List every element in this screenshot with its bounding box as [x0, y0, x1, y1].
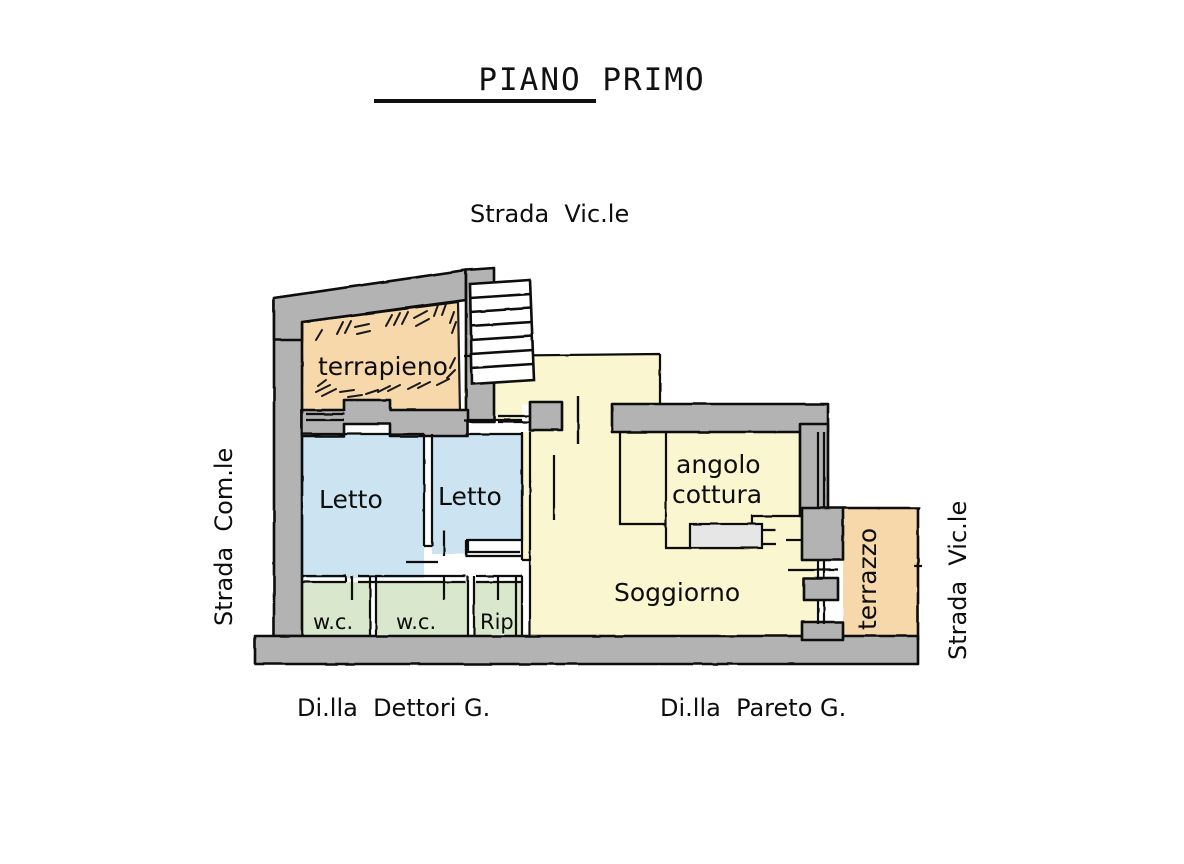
kitchen-counter-ticks — [762, 528, 776, 546]
street-label-left: Strada Com.le — [210, 448, 238, 626]
kitchen-counter — [688, 522, 764, 550]
partition-letto-2-step — [466, 540, 520, 554]
partition-between-bedrooms — [422, 434, 434, 548]
boundary-labels: Strada Vic.le Strada Com.le Strada Vic.l… — [210, 200, 972, 722]
external-staircase — [468, 278, 536, 386]
wall-pier-mid — [528, 400, 564, 432]
room-label-wc-1: w.c. — [313, 610, 353, 634]
wall-south-exterior — [253, 634, 920, 666]
wall-west-exterior — [272, 292, 304, 638]
wall-pier-terrazzo-lower — [802, 576, 840, 602]
room-fill-angolo-cottura — [666, 424, 812, 548]
room-fill-letto-2 — [432, 434, 522, 554]
room-label-letto-1: Letto — [319, 485, 383, 514]
wall-terrapieno-south — [300, 398, 470, 438]
room-label-angolo-cottura-line1: angolo — [676, 450, 761, 479]
openings-group — [306, 396, 922, 624]
page-title-group: PIANO PRIMO — [374, 62, 705, 103]
page-title: PIANO PRIMO — [478, 62, 705, 98]
partition-soggiorno-west — [520, 432, 532, 636]
room-label-soggiorno: Soggiorno — [614, 578, 740, 607]
room-label-terrapieno: terrapieno — [318, 352, 448, 381]
partition-wc1-wc2 — [368, 576, 378, 636]
street-label-right: Strada Vic.le — [944, 501, 972, 660]
partition-wc-row-north — [302, 574, 522, 584]
room-fill-terrazzo — [843, 508, 918, 640]
room-fill-wc-2 — [376, 582, 468, 636]
room-label-wc-2: w.c. — [396, 610, 436, 634]
opening-terrapieno-west — [306, 412, 344, 422]
opening-wall-tick-left — [498, 414, 530, 424]
opening-terrazzo-rail-upper — [816, 432, 826, 508]
owner-label-bottom-left: Di.lla Dettori G. — [297, 694, 490, 722]
terrapieno-hatching — [315, 303, 457, 398]
partitions-group — [302, 352, 800, 636]
street-label-top: Strada Vic.le — [470, 200, 629, 228]
partition-rip-east — [514, 576, 524, 636]
room-fill-letto-1 — [302, 434, 424, 578]
staircase-body — [468, 278, 536, 386]
opening-terrazzo-rail-lower — [816, 600, 826, 624]
room-labels: terrapieno Letto Letto w.c. w.c. Rip Sog… — [313, 352, 882, 634]
room-label-rip: Rip — [480, 610, 514, 634]
room-label-terrazzo: terrazzo — [853, 528, 882, 630]
room-fill-wc-1 — [302, 582, 370, 636]
room-label-angolo-cottura-line2: cottura — [672, 480, 762, 509]
wall-pier-terrazzo-upper — [800, 506, 845, 562]
owner-label-bottom-right: Di.lla Pareto G. — [660, 694, 846, 722]
wall-pier-terrazzo-bottom — [800, 620, 845, 642]
wall-kitchen-north — [610, 402, 830, 434]
staircase-steps — [469, 292, 534, 370]
partition-wc2-rip — [466, 576, 476, 636]
room-label-letto-2: Letto — [438, 482, 502, 511]
partition-kitchen-inner-left — [618, 432, 666, 526]
